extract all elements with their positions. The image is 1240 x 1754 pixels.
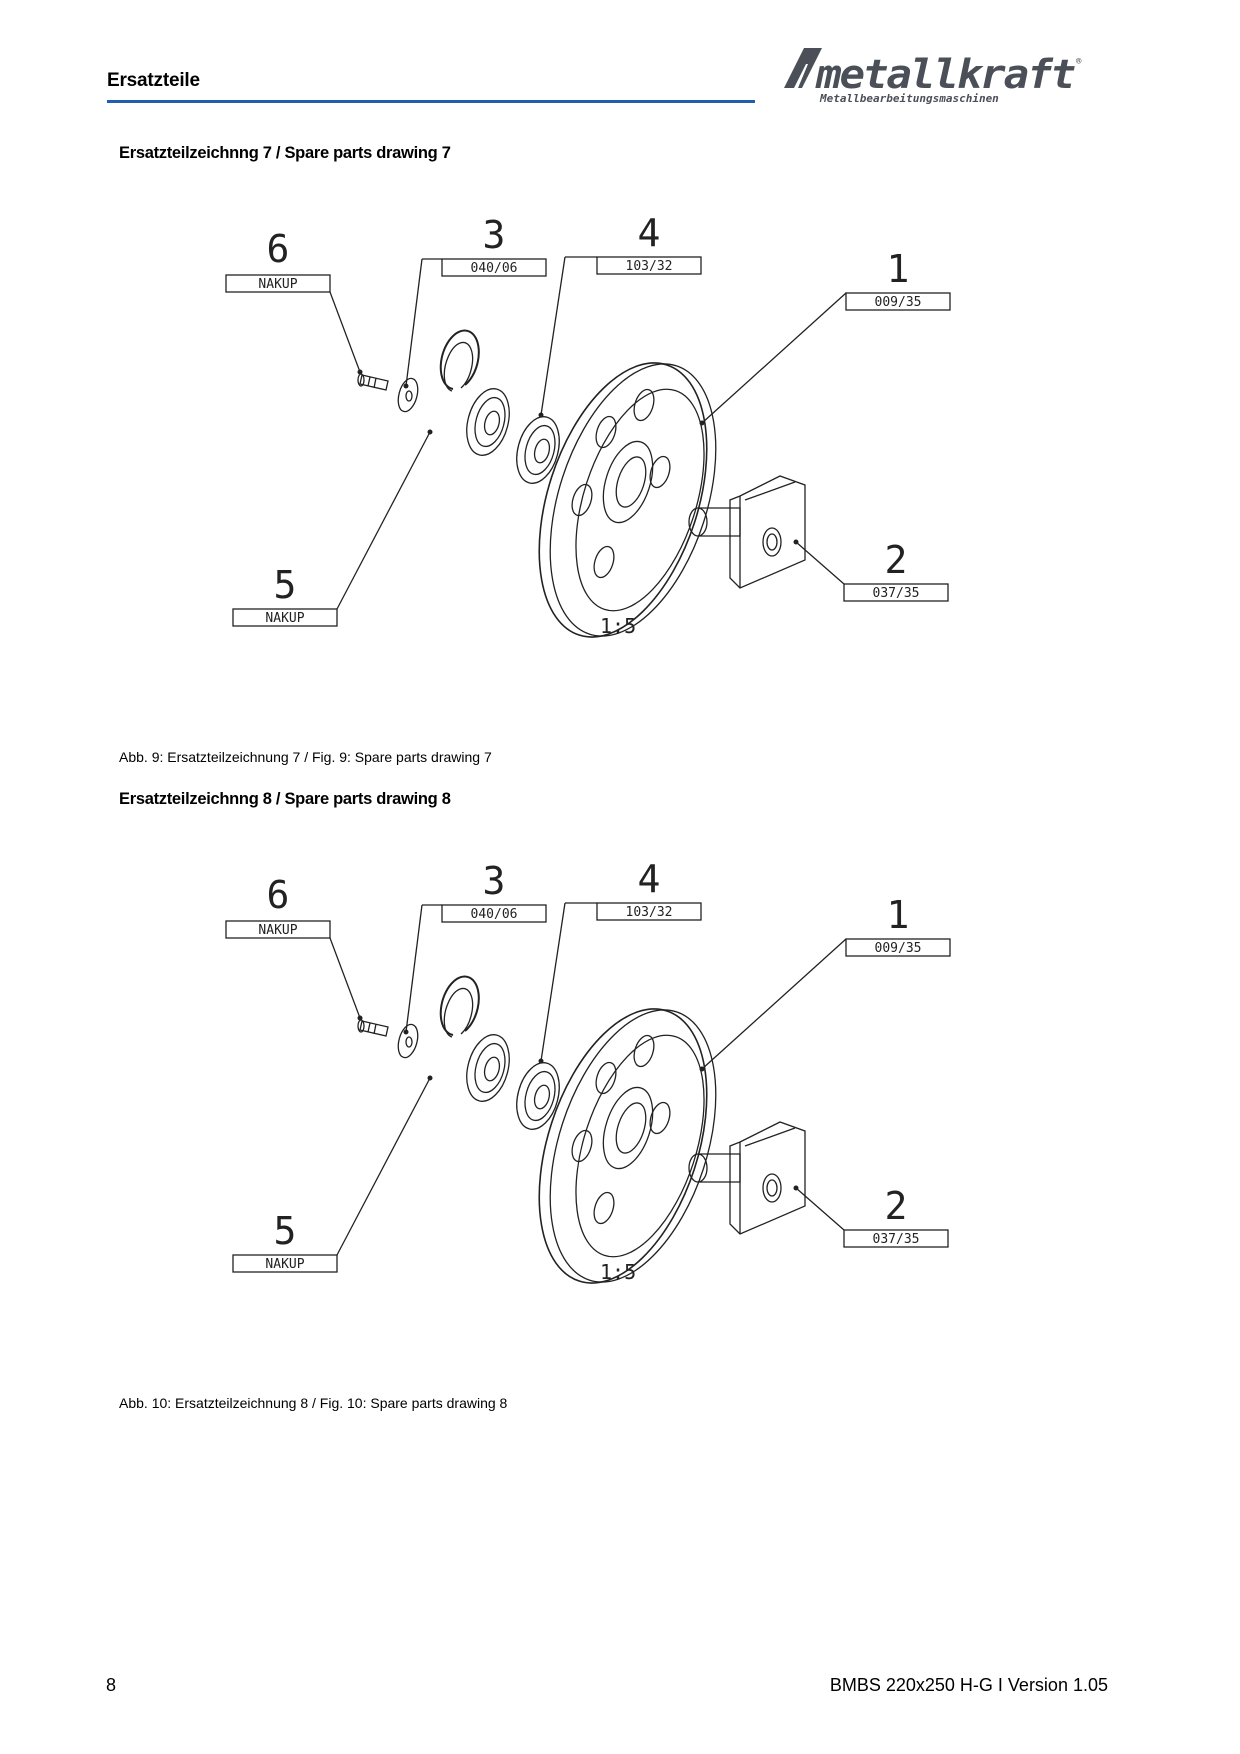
section-heading-drawing-8: Ersatzteilzeichnng 8 / Spare parts drawi… [119, 790, 451, 808]
callout-code-3: 040/06 [471, 261, 518, 276]
callout-number-6: 6 [267, 873, 290, 917]
callout-number-2: 2 [885, 538, 908, 582]
svg-text:metallkraft: metallkraft [815, 52, 1075, 98]
callout-code-5: NAKUP [265, 1257, 304, 1272]
callout-code-2: 037/35 [873, 586, 920, 601]
callout-number-1: 1 [887, 247, 910, 291]
svg-text:Metallbearbeitungsmaschinen: Metallbearbeitungsmaschinen [819, 92, 999, 105]
page-header-title: Ersatzteile [107, 70, 200, 91]
callout-number-3: 3 [483, 213, 506, 257]
callout-code-2: 037/35 [873, 1232, 920, 1247]
svg-text:®: ® [1076, 57, 1082, 67]
header-rule [107, 100, 755, 103]
drawing-scale: 1:5 [600, 614, 636, 638]
metallkraft-logo: metallkraft ® Metallbearbeitungsmaschine… [784, 48, 1082, 105]
callout-code-1: 009/35 [875, 295, 922, 310]
document-version: BMBS 220x250 H-G I Version 1.05 [829, 1675, 1108, 1695]
callout-code-5: NAKUP [265, 611, 304, 626]
figure-caption-9: Abb. 9: Ersatzteilzeichnung 7 / Fig. 9: … [119, 749, 492, 765]
callout-number-5: 5 [274, 1209, 297, 1253]
callout-code-3: 040/06 [471, 907, 518, 922]
figure-caption-10: Abb. 10: Ersatzteilzeichnung 8 / Fig. 10… [119, 1395, 508, 1411]
callout-number-4: 4 [638, 211, 661, 255]
callout-code-4: 103/32 [626, 905, 673, 920]
callout-number-1: 1 [887, 893, 910, 937]
spare-parts-drawing-8: NAKUP 040/06 103/32 009/35 037/35 NAKUP … [225, 857, 951, 1284]
callout-code-4: 103/32 [626, 259, 673, 274]
section-heading-drawing-7: Ersatzteilzeichnng 7 / Spare parts drawi… [119, 144, 451, 162]
callout-number-3: 3 [483, 859, 506, 903]
drawing-scale: 1:5 [600, 1260, 636, 1284]
callout-number-4: 4 [638, 857, 661, 901]
page-number: 8 [106, 1675, 117, 1695]
callout-code-1: 009/35 [875, 941, 922, 956]
callout-number-5: 5 [274, 563, 297, 607]
callout-number-2: 2 [885, 1184, 908, 1228]
callout-code-6: NAKUP [258, 923, 297, 938]
spare-parts-drawing-7: NAKUP 040/06 103/32 009/35 037/35 NAKUP … [225, 211, 951, 638]
callout-number-6: 6 [267, 227, 290, 271]
callout-code-6: NAKUP [258, 277, 297, 292]
